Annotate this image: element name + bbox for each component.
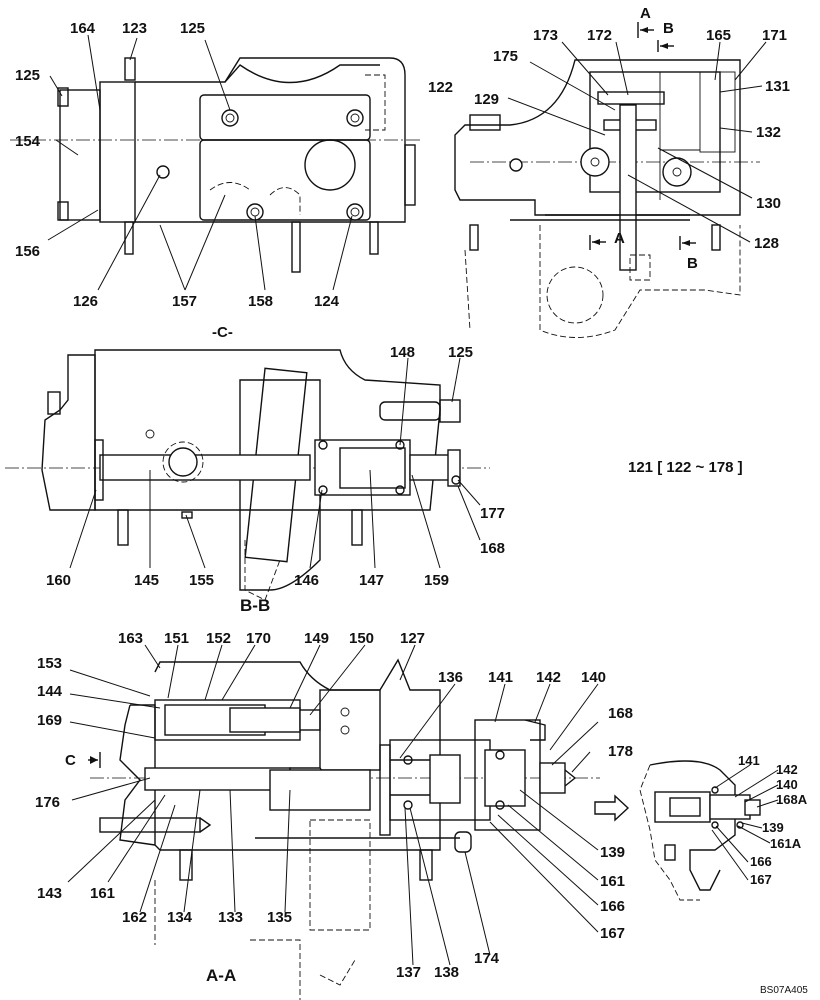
part-label: 130	[756, 195, 781, 212]
part-label: 131	[765, 78, 790, 95]
part-label: 150	[349, 630, 374, 647]
section-title-b-b: B-B	[240, 596, 270, 615]
part-label: 169	[37, 712, 62, 729]
section-mark-b: B	[663, 20, 674, 37]
section-title-a-a: A-A	[206, 966, 236, 985]
part-label: 141	[738, 753, 760, 768]
part-label: 136	[438, 669, 463, 686]
part-label: 167	[750, 872, 772, 887]
part-label: 170	[246, 630, 271, 647]
part-label: 154	[15, 133, 41, 150]
part-label: 140	[776, 777, 798, 792]
part-label: 133	[218, 909, 243, 926]
view-marker-c: -C-	[212, 324, 233, 341]
figure-code: BS07A405	[760, 985, 808, 996]
part-label: 147	[359, 572, 384, 589]
part-label: 176	[35, 794, 60, 811]
part-label: 128	[754, 235, 779, 252]
part-label: 149	[304, 630, 329, 647]
section-b-b-view	[5, 349, 490, 601]
part-label: 132	[756, 124, 781, 141]
part-label: 152	[206, 630, 231, 647]
section-mark-b: B	[687, 255, 698, 272]
part-label: 142	[536, 669, 561, 686]
part-label: 123	[122, 20, 147, 37]
part-label: 156	[15, 243, 40, 260]
part-label: 155	[189, 572, 214, 589]
part-label: 159	[424, 572, 449, 589]
view-arrow-c: C	[65, 752, 76, 769]
part-label: 134	[167, 909, 193, 926]
part-label: 142	[776, 762, 798, 777]
part-labels: 164 123 125 125 154 156 126 157 158 124 …	[15, 5, 808, 996]
part-label: 138	[434, 964, 459, 981]
part-label: 158	[248, 293, 273, 310]
part-label: 164	[70, 20, 96, 37]
part-label: 163	[118, 630, 143, 647]
part-label: 178	[608, 743, 633, 760]
top-right-view	[454, 22, 760, 338]
part-label: 168A	[776, 792, 808, 807]
part-label: 139	[762, 820, 784, 835]
part-label: 151	[164, 630, 189, 647]
assembly-note: 121 [ 122 ~ 178 ]	[628, 459, 743, 476]
part-label: 166	[750, 854, 772, 869]
part-label: 173	[533, 27, 558, 44]
part-label: 126	[73, 293, 98, 310]
leader-lines	[47, 34, 779, 966]
part-label: 137	[396, 964, 421, 981]
part-label: 174	[474, 950, 500, 967]
section-a-a-view	[88, 658, 600, 1000]
part-label: 175	[493, 48, 518, 65]
part-label: 162	[122, 909, 147, 926]
part-label: 124	[314, 293, 340, 310]
part-label: 167	[600, 925, 625, 942]
part-label: 161	[600, 873, 625, 890]
part-label: 171	[762, 27, 787, 44]
part-label: 148	[390, 344, 415, 361]
part-label: 146	[294, 572, 319, 589]
part-label: 177	[480, 505, 505, 522]
part-label: 143	[37, 885, 62, 902]
part-label: 165	[706, 27, 731, 44]
part-label: 172	[587, 27, 612, 44]
part-label: 157	[172, 293, 197, 310]
part-label: 127	[400, 630, 425, 647]
part-label: 166	[600, 898, 625, 915]
part-label: 129	[474, 91, 499, 108]
part-label: 135	[267, 909, 292, 926]
detail-view	[594, 760, 761, 901]
part-label: 144	[37, 683, 63, 700]
part-label: 161A	[770, 836, 802, 851]
part-label: 153	[37, 655, 62, 672]
part-label: 168	[608, 705, 633, 722]
part-label: 160	[46, 572, 71, 589]
part-label: 125	[15, 67, 40, 84]
part-label: 125	[180, 20, 205, 37]
part-label: 145	[134, 572, 159, 589]
part-label: 161	[90, 885, 115, 902]
part-label: 122	[428, 79, 453, 96]
part-label: 168	[480, 540, 505, 557]
part-label: 141	[488, 669, 513, 686]
top-left-view	[10, 57, 420, 273]
section-mark-a: A	[614, 230, 625, 247]
part-label: 139	[600, 844, 625, 861]
section-mark-a: A	[640, 5, 651, 22]
part-label: 140	[581, 669, 606, 686]
part-label: 125	[448, 344, 473, 361]
